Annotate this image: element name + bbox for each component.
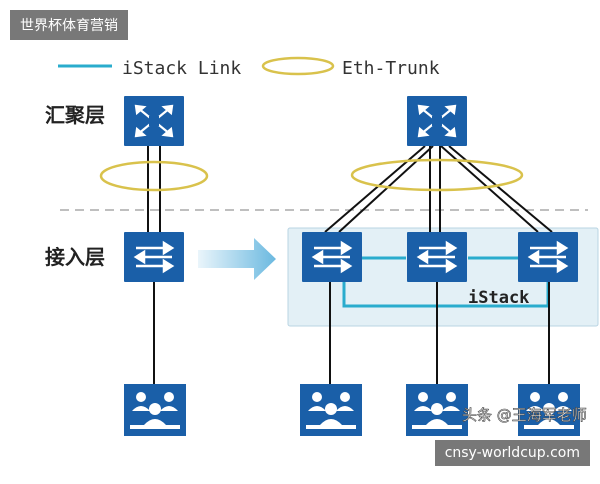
aggregation-switch-right bbox=[407, 96, 467, 146]
user-group-icon-2 bbox=[406, 384, 468, 436]
legend-eth-trunk-label: Eth-Trunk bbox=[342, 58, 440, 79]
legend-istack-link-label: iStack Link bbox=[122, 58, 241, 79]
right-eth-trunk bbox=[350, 158, 524, 192]
right-downlinks bbox=[329, 282, 550, 384]
watermark-text: 头条 @王海军老师 bbox=[462, 406, 587, 424]
left-eth-trunk bbox=[99, 160, 209, 192]
transform-arrow bbox=[198, 238, 276, 280]
user-group-icon-1 bbox=[300, 384, 362, 436]
user-group-icon-left bbox=[124, 384, 186, 436]
istack-label: iStack bbox=[468, 288, 529, 308]
overlay-title-tag: 世界杯体育营销 bbox=[10, 10, 128, 40]
aggregation-layer-label: 汇聚层 bbox=[45, 103, 105, 127]
access-switch-stack-1 bbox=[302, 232, 362, 282]
access-layer-label: 接入层 bbox=[45, 245, 105, 269]
user-group-icon-3 bbox=[518, 384, 580, 436]
aggregation-switch-left bbox=[124, 96, 184, 146]
url-banner[interactable]: cnsy-worldcup.com bbox=[434, 440, 590, 466]
access-switch-stack-3 bbox=[518, 232, 578, 282]
access-switch-stack-2 bbox=[407, 232, 467, 282]
legend-eth-trunk-swatch bbox=[261, 56, 335, 76]
access-switch-left bbox=[124, 232, 184, 282]
